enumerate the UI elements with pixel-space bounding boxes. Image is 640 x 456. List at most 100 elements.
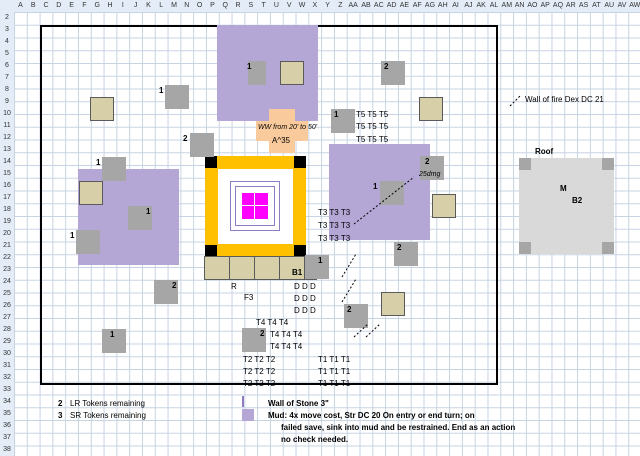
column-header-r[interactable]: R: [235, 2, 241, 9]
row-header-34[interactable]: 34: [3, 398, 11, 405]
row-header-18[interactable]: 18: [3, 206, 11, 213]
row-header-33[interactable]: 33: [3, 386, 11, 393]
column-header-aa[interactable]: AA: [348, 2, 358, 9]
column-header-z[interactable]: Z: [338, 2, 343, 9]
column-header-c[interactable]: C: [43, 2, 49, 9]
row-header-4[interactable]: 4: [5, 38, 9, 45]
token[interactable]: [394, 242, 418, 266]
token[interactable]: [248, 61, 266, 85]
column-header-s[interactable]: S: [248, 2, 254, 9]
token[interactable]: [102, 329, 126, 353]
column-header-y[interactable]: Y: [325, 2, 330, 9]
column-header-e[interactable]: E: [69, 2, 74, 9]
column-header-n[interactable]: N: [184, 2, 190, 9]
column-header-ah[interactable]: AH: [437, 2, 448, 9]
row-header-31[interactable]: 31: [3, 362, 11, 369]
column-header-as[interactable]: AS: [578, 2, 589, 9]
column-header-b[interactable]: B: [30, 2, 36, 9]
token[interactable]: [331, 109, 355, 133]
row-header-7[interactable]: 7: [5, 74, 9, 81]
column-header-ab[interactable]: AB: [361, 2, 371, 9]
column-header-au[interactable]: AU: [604, 2, 615, 9]
token[interactable]: [190, 133, 214, 157]
row-header-29[interactable]: 29: [3, 338, 11, 345]
row-header-28[interactable]: 28: [3, 326, 11, 333]
row-header-2[interactable]: 2: [5, 14, 9, 21]
token[interactable]: [381, 61, 405, 85]
column-header-ac[interactable]: AC: [373, 2, 384, 9]
column-header-af[interactable]: AF: [412, 2, 422, 9]
token[interactable]: [242, 328, 266, 352]
row-header-16[interactable]: 16: [3, 182, 11, 189]
column-header-m[interactable]: M: [171, 2, 177, 9]
column-header-k[interactable]: K: [146, 2, 151, 9]
row-header-21[interactable]: 21: [3, 242, 11, 249]
row-header-27[interactable]: 27: [3, 314, 11, 321]
row-header-11[interactable]: 11: [3, 122, 11, 129]
column-header-w[interactable]: W: [298, 2, 306, 9]
token[interactable]: [128, 206, 152, 230]
row-header-10[interactable]: 10: [3, 110, 11, 117]
token[interactable]: [154, 280, 178, 304]
row-header-19[interactable]: 19: [3, 218, 11, 225]
column-header-a[interactable]: A: [18, 2, 23, 9]
column-header-ad[interactable]: AD: [386, 2, 397, 9]
row-header-14[interactable]: 14: [3, 158, 11, 165]
row-header-15[interactable]: 15: [3, 170, 11, 177]
row-header-6[interactable]: 6: [5, 62, 9, 69]
column-header-g[interactable]: G: [94, 2, 100, 9]
column-header-j[interactable]: J: [133, 2, 138, 9]
token[interactable]: [344, 304, 368, 328]
row-header-5[interactable]: 5: [5, 50, 9, 57]
column-header-al[interactable]: AL: [489, 2, 499, 9]
column-header-ai[interactable]: AI: [452, 2, 459, 9]
column-header-an[interactable]: AN: [514, 2, 525, 9]
column-header-ar[interactable]: AR: [565, 2, 576, 9]
column-header-x[interactable]: X: [312, 2, 318, 9]
row-header-35[interactable]: 35: [3, 410, 11, 417]
column-header-q[interactable]: Q: [222, 2, 228, 9]
token[interactable]: [305, 255, 329, 279]
column-header-u[interactable]: U: [273, 2, 279, 9]
token[interactable]: [102, 157, 126, 181]
column-header-at[interactable]: AT: [592, 2, 601, 9]
column-header-ak[interactable]: AK: [476, 2, 486, 9]
column-header-i[interactable]: I: [121, 2, 124, 9]
row-header-9[interactable]: 9: [5, 98, 9, 105]
column-header-p[interactable]: P: [210, 2, 215, 9]
token[interactable]: [420, 156, 444, 180]
row-header-24[interactable]: 24: [3, 278, 11, 285]
token[interactable]: [165, 85, 189, 109]
column-header-o[interactable]: O: [196, 2, 203, 9]
column-header-f[interactable]: F: [82, 2, 87, 9]
column-header-aq[interactable]: AQ: [552, 2, 564, 9]
row-header-20[interactable]: 20: [3, 230, 11, 237]
column-header-ae[interactable]: AE: [399, 2, 410, 9]
column-header-am[interactable]: AM: [501, 2, 513, 9]
row-header-22[interactable]: 22: [3, 254, 11, 261]
column-header-h[interactable]: H: [107, 2, 113, 9]
column-header-d[interactable]: D: [56, 2, 62, 9]
row-header-26[interactable]: 26: [3, 302, 11, 309]
row-header-13[interactable]: 13: [3, 146, 11, 153]
token[interactable]: [76, 230, 100, 254]
row-header-36[interactable]: 36: [3, 422, 11, 429]
column-header-t[interactable]: T: [261, 2, 266, 9]
row-header-38[interactable]: 38: [3, 446, 11, 453]
row-header-25[interactable]: 25: [3, 290, 11, 297]
row-header-32[interactable]: 32: [3, 374, 11, 381]
map-grid[interactable]: 1 2 1 1 2 1 1 2 1 1 2 1 2 2 1 2: [14, 12, 640, 456]
column-header-av[interactable]: AV: [617, 2, 627, 9]
row-header-17[interactable]: 17: [3, 194, 11, 201]
row-header-3[interactable]: 3: [5, 26, 9, 33]
column-header-v[interactable]: V: [286, 2, 292, 9]
row-header-30[interactable]: 30: [3, 350, 11, 357]
row-header-12[interactable]: 12: [3, 134, 11, 141]
column-header-l[interactable]: L: [159, 2, 164, 9]
column-header-aw[interactable]: AW: [629, 2, 640, 9]
column-header-ao[interactable]: AO: [527, 2, 538, 9]
column-header-ag[interactable]: AG: [424, 2, 436, 9]
row-header-23[interactable]: 23: [3, 266, 11, 273]
column-header-ap[interactable]: AP: [540, 2, 550, 9]
row-header-8[interactable]: 8: [5, 86, 9, 93]
